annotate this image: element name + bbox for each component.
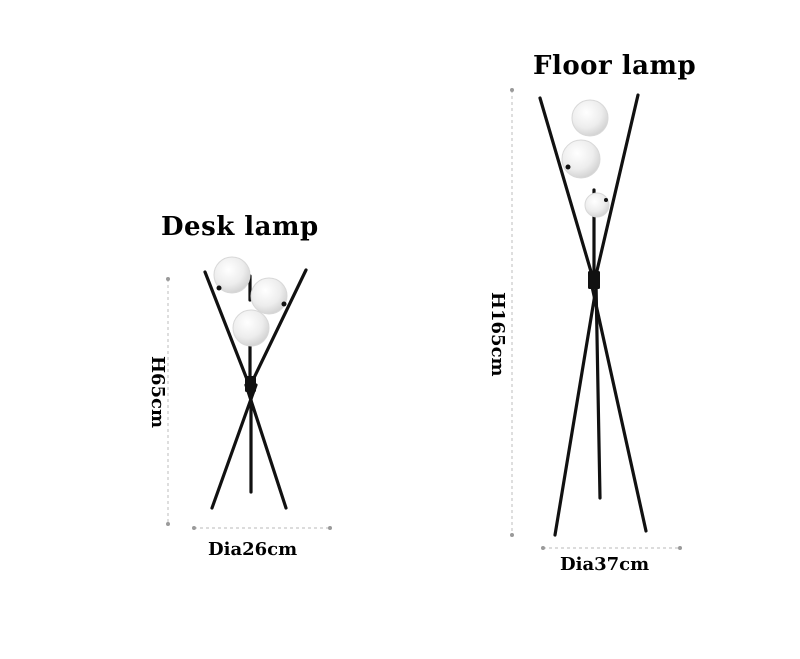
- desk-lamp-title: Desk lamp: [161, 212, 319, 242]
- desk-lamp-globe: [213, 256, 251, 294]
- floor-lamp-joint: [588, 271, 600, 289]
- desk-lamp-globe: [232, 309, 270, 347]
- desk-lamp-diameter-label: Dia26cm: [208, 539, 298, 560]
- floor-lamp-globes: [561, 99, 610, 218]
- desk-lamp-globe: [250, 277, 288, 315]
- floor-lamp-title: Floor lamp: [533, 51, 697, 81]
- floor-lamp-globe: [571, 99, 609, 137]
- desk-lamp-frame: [203, 268, 308, 510]
- floor-lamp-globe: [584, 192, 610, 218]
- floor-lamp-diameter-label: Dia37cm: [560, 554, 650, 575]
- desk-lamp-globes: [213, 256, 288, 347]
- floor-lamp-globe: [561, 139, 601, 179]
- desk-lamp-joint: [245, 376, 256, 392]
